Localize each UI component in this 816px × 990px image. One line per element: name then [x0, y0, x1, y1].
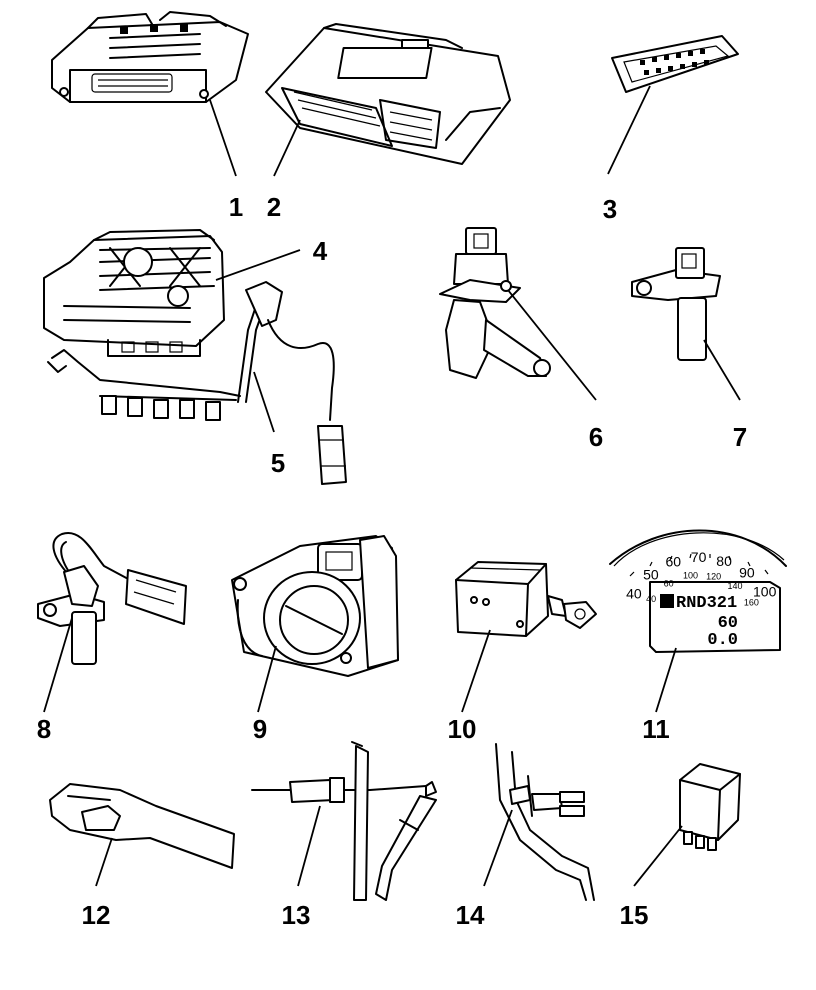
part-6-speed-sender	[439, 227, 551, 379]
dial-inner-label: 120	[706, 572, 721, 582]
part-2-ecu	[265, 23, 511, 165]
leader-2	[273, 119, 301, 177]
leader-3	[607, 85, 651, 175]
leader-1	[209, 99, 237, 177]
dial-inner-label: 40	[646, 594, 656, 604]
speed-readout: 60	[718, 614, 738, 633]
callout-6: 6	[588, 422, 604, 452]
callout-12: 12	[81, 900, 111, 930]
dial-inner-label: 60	[664, 579, 674, 589]
part-9-throttle-body	[231, 535, 399, 677]
part-14-pedal-switch	[495, 743, 595, 901]
callout-13: 13	[281, 900, 311, 930]
part-10-solenoid	[455, 561, 597, 637]
callout-8: 8	[36, 714, 52, 744]
dial-label: 50	[643, 566, 659, 582]
part-3-connector	[611, 35, 739, 93]
part-4-valve-body	[43, 229, 225, 357]
dial-label: 100	[753, 583, 777, 599]
dial-inner-label: 160	[744, 597, 759, 607]
leader-7	[703, 339, 741, 401]
part-15-relay	[679, 763, 741, 851]
dial-label: 70	[691, 549, 707, 565]
leader-8	[43, 617, 73, 713]
gear-display: RND321	[676, 594, 737, 613]
leader-11	[655, 647, 677, 713]
dial-label: 80	[716, 553, 732, 569]
callout-9: 9	[252, 714, 268, 744]
callout-15: 15	[619, 900, 649, 930]
leader-5	[253, 371, 275, 433]
callout-11: 11	[642, 714, 670, 744]
leader-6	[507, 289, 597, 401]
part-13-cable-pedal	[251, 741, 437, 901]
callout-7: 7	[732, 422, 748, 452]
callout-10: 10	[447, 714, 477, 744]
leader-9	[257, 645, 277, 713]
leader-12	[95, 837, 113, 887]
dial-label: 40	[626, 586, 642, 602]
odometer-readout: 0.0	[707, 631, 738, 650]
part-1-control-module	[51, 11, 249, 103]
leader-4	[215, 249, 301, 281]
leader-10	[461, 629, 491, 713]
leader-13	[297, 805, 321, 887]
part-12-lever-switch	[49, 783, 235, 869]
dial-label: 90	[739, 565, 755, 581]
callout-14: 14	[455, 900, 485, 930]
dial-ticks	[629, 553, 769, 577]
part-5-wiring-harness	[47, 281, 347, 485]
dial-label: 60	[666, 554, 682, 570]
callout-3: 3	[602, 194, 618, 224]
callout-4: 4	[312, 236, 328, 266]
dial-inner-label: 100	[683, 571, 698, 581]
part-8-sensor-cable	[37, 531, 187, 665]
leader-15	[633, 825, 683, 887]
callout-5: 5	[270, 448, 286, 478]
callout-2: 2	[266, 192, 282, 222]
dial-inner-label: 140	[727, 581, 742, 591]
part-11-dashboard-display	[609, 529, 787, 653]
part-7-sensor	[631, 247, 721, 361]
callout-1: 1	[228, 192, 244, 222]
leader-14	[483, 809, 513, 887]
